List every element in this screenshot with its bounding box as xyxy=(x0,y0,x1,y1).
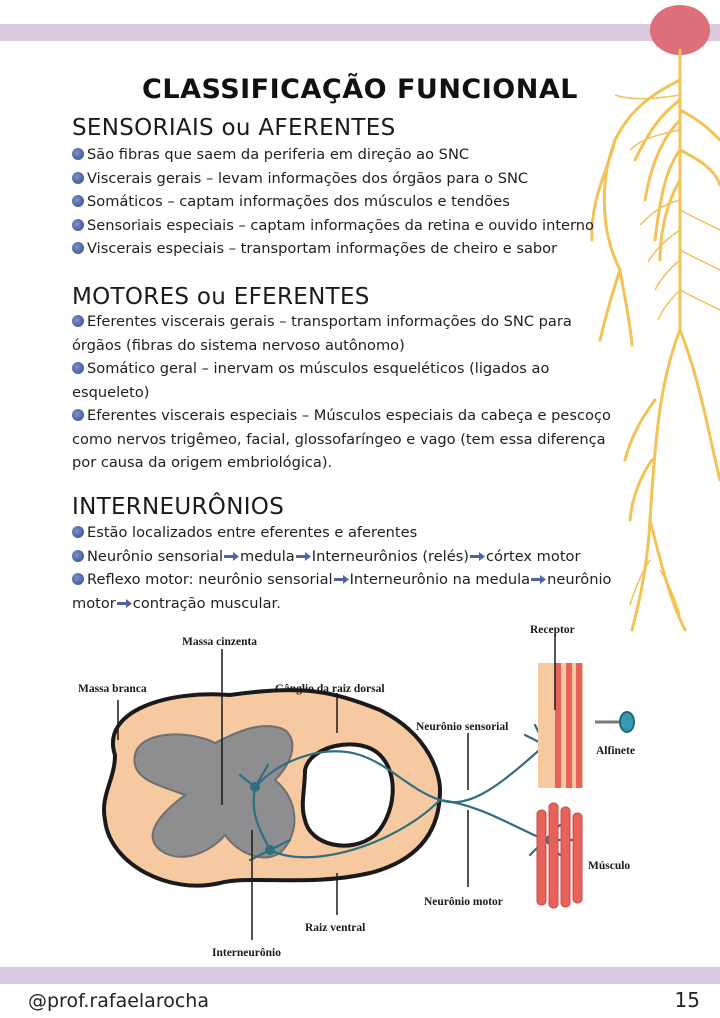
label-raiz-ventral: Raiz ventral xyxy=(305,922,365,934)
motor-neuron-soma xyxy=(265,845,275,855)
sensory-list: São fibras que saem da periferia em dire… xyxy=(72,143,632,261)
label-interneuronio: Interneurônio xyxy=(212,947,281,959)
list-item: Viscerais especiais – transportam inform… xyxy=(72,237,632,261)
arrow-right-icon xyxy=(295,551,311,561)
list-item: Somático geral – inervam os músculos esq… xyxy=(72,360,550,401)
label-neuronio-motor: Neurônio motor xyxy=(424,896,503,908)
arrow-right-icon xyxy=(224,551,240,561)
nervous-system-illustration xyxy=(590,5,720,632)
bullet-icon xyxy=(72,171,84,184)
bullet-icon xyxy=(72,362,84,374)
arrow-right-icon xyxy=(333,575,349,584)
label-alfinete: Alfinete xyxy=(596,745,635,757)
arrow-right-icon xyxy=(470,551,486,561)
bullet-icon xyxy=(72,549,84,562)
brain-icon xyxy=(650,5,710,55)
author-handle: @prof.rafaelarocha xyxy=(28,990,209,1012)
bullet-icon xyxy=(72,242,84,254)
label-neuronio-sensorial: Neurônio sensorial xyxy=(416,721,508,733)
list-item: Viscerais gerais – levam informações dos… xyxy=(72,167,632,191)
ganglion-region xyxy=(300,742,395,848)
label-receptor: Receptor xyxy=(530,624,575,636)
bullet-icon xyxy=(72,315,84,327)
list-item: Somáticos – captam informações dos múscu… xyxy=(72,190,632,214)
bullet-icon xyxy=(72,409,84,421)
bottom-band xyxy=(0,967,720,984)
bullet-icon xyxy=(72,195,84,207)
top-band xyxy=(0,24,720,41)
list-item: São fibras que saem da periferia em dire… xyxy=(72,143,632,167)
label-massa-cinzenta: Massa cinzenta xyxy=(182,636,257,648)
list-item: Eferentes viscerais especiais – Músculos… xyxy=(72,407,611,471)
pin-icon xyxy=(595,711,635,733)
list-item: Eferentes viscerais gerais – transportam… xyxy=(72,313,572,354)
heading-motor: MOTORES ou EFERENTES xyxy=(72,284,370,310)
arrow-right-icon xyxy=(116,598,132,608)
motor-list: Eferentes viscerais gerais – transportam… xyxy=(72,310,620,475)
bullet-icon xyxy=(72,573,84,585)
bullet-icon xyxy=(72,148,84,160)
page-title: CLASSIFICAÇÃO FUNCIONAL xyxy=(142,74,578,105)
label-massa-branca: Massa branca xyxy=(78,683,147,695)
label-ganglio: Gânglio da raiz dorsal xyxy=(275,683,385,695)
inter-list: Estão localizados entre eferentes e afer… xyxy=(72,521,620,615)
arrow-right-icon xyxy=(531,575,547,584)
list-item: Estão localizados entre eferentes e afer… xyxy=(72,521,620,545)
interneuron-soma xyxy=(250,782,260,792)
bullet-icon xyxy=(72,218,84,231)
label-musculo: Músculo xyxy=(588,860,630,872)
page-number: 15 xyxy=(674,988,700,1012)
muscle-bundle xyxy=(536,802,583,909)
bullet-icon xyxy=(72,526,84,538)
heading-sensory: SENSORIAIS ou AFERENTES xyxy=(72,115,396,141)
list-item: Sensoriais especiais – captam informaçõe… xyxy=(72,214,632,238)
heading-inter: INTERNEURÔNIOS xyxy=(72,494,285,520)
reflex-arc-diagram: Massa cinzenta Massa branca Gânglio da r… xyxy=(78,624,635,959)
